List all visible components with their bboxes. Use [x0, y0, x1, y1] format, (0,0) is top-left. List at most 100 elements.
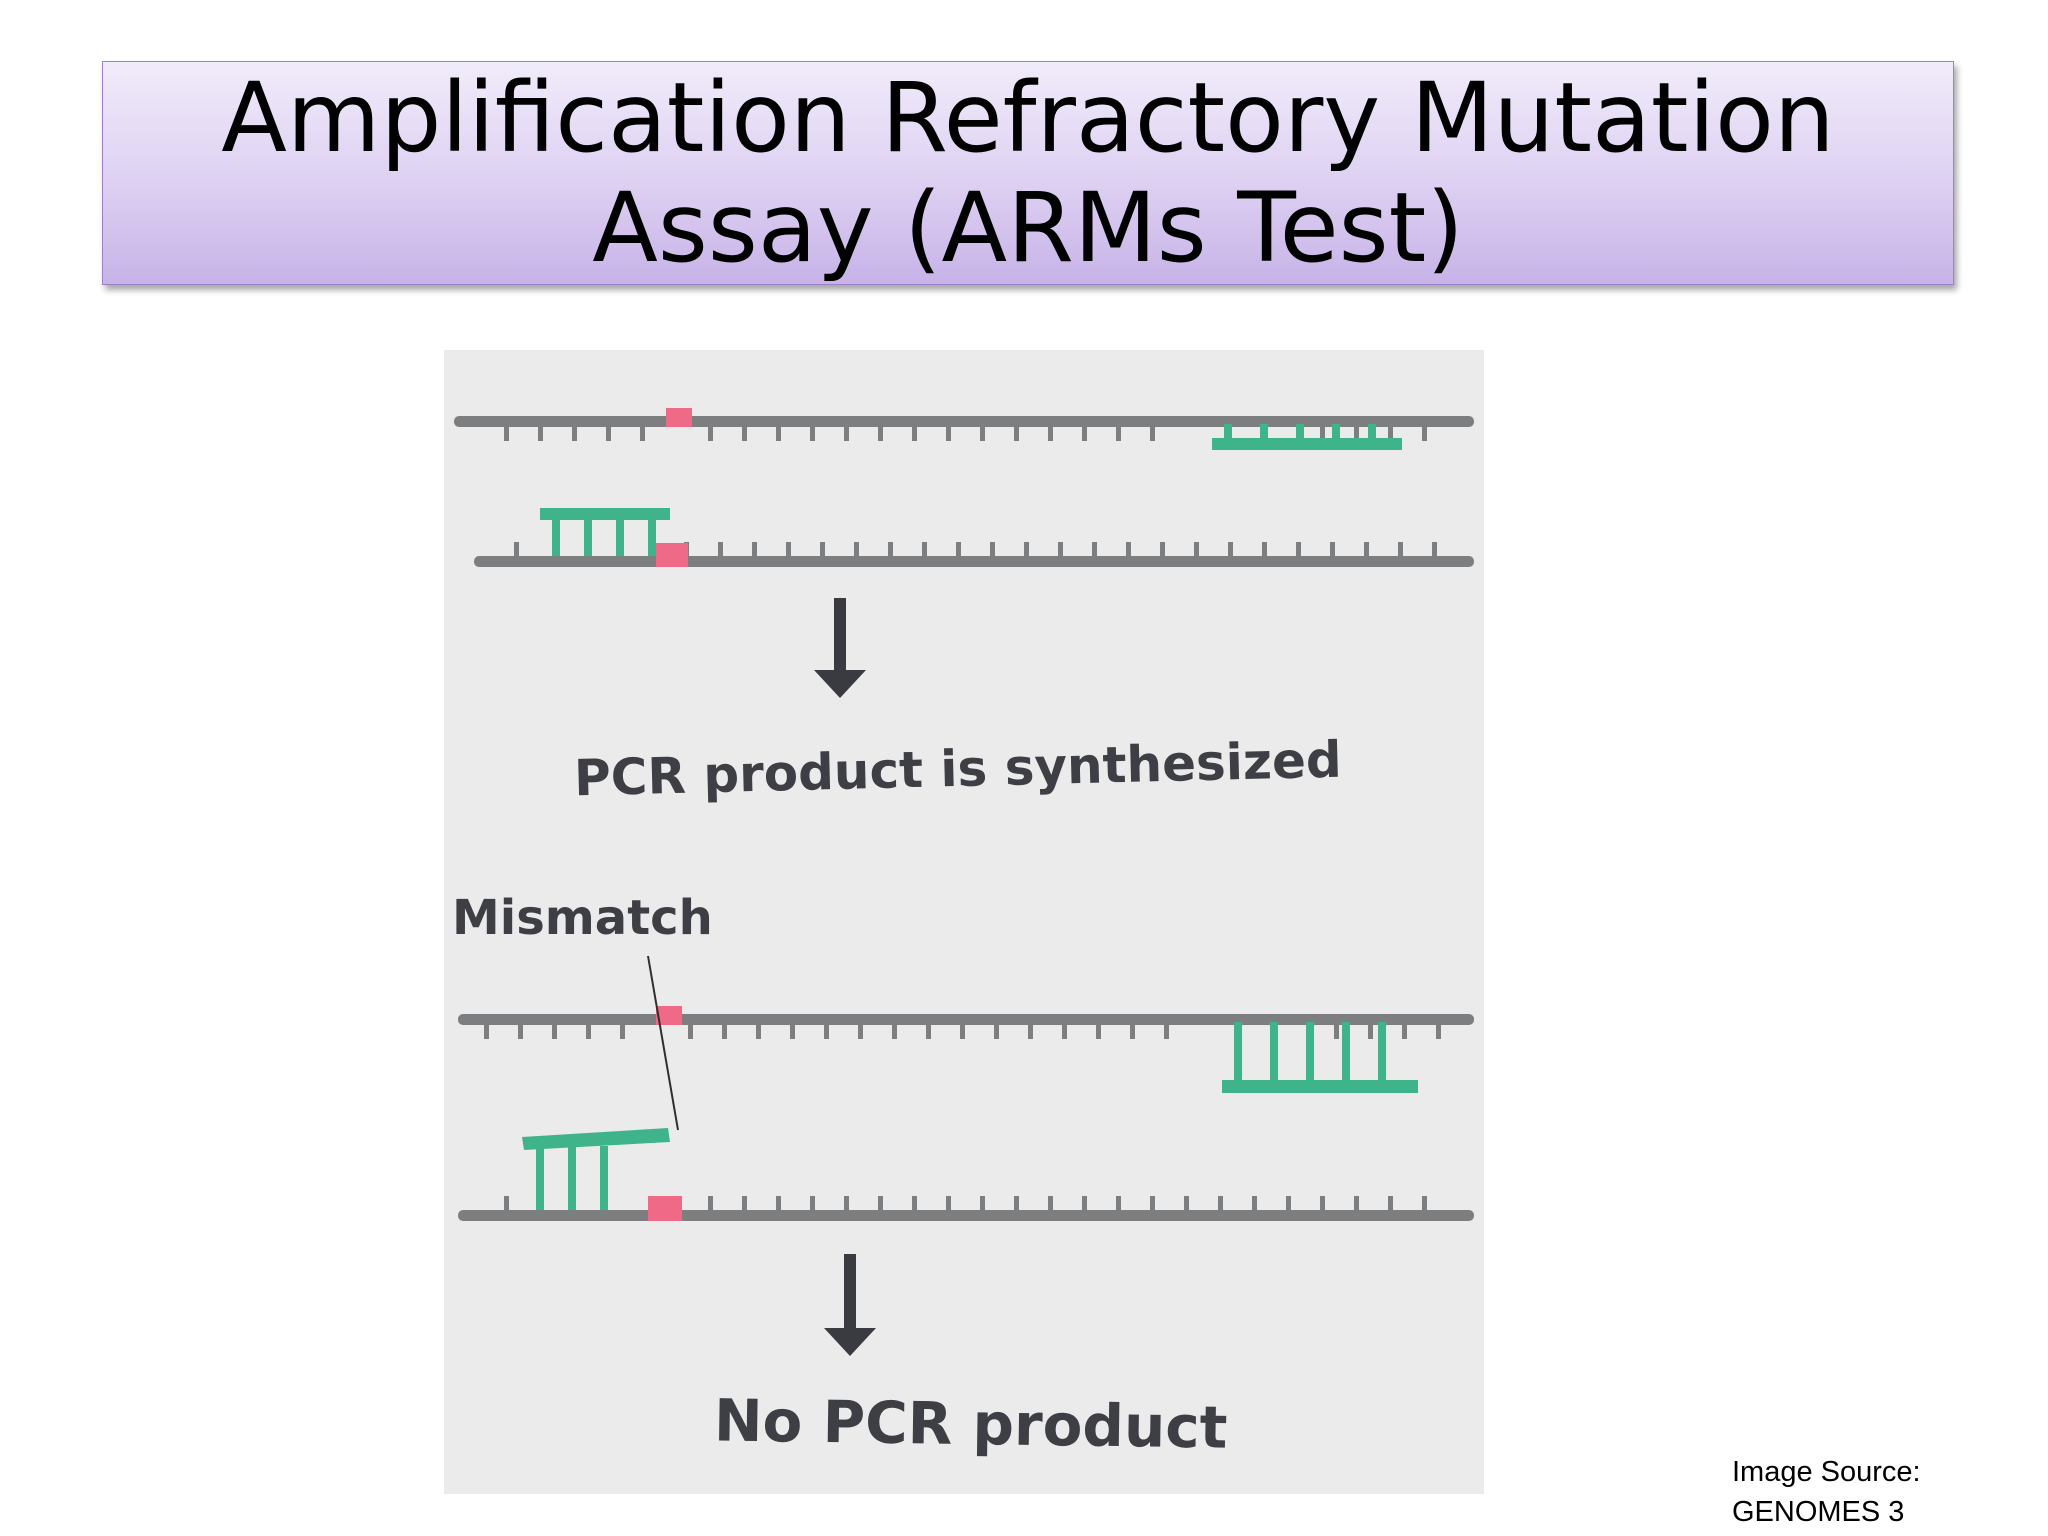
base-tick	[1194, 542, 1199, 556]
base-tick	[1402, 1025, 1407, 1039]
primer-right-1	[1212, 424, 1402, 450]
base-pair-rung	[616, 518, 624, 556]
base-tick	[912, 1196, 917, 1210]
base-tick	[1330, 542, 1335, 556]
base-pair-rung	[536, 1146, 544, 1210]
base-tick	[1092, 542, 1097, 556]
base-pair-rung	[1378, 1022, 1386, 1082]
base-tick	[756, 1025, 761, 1039]
base-tick	[1296, 542, 1301, 556]
strand-bar	[454, 416, 1474, 427]
base-tick	[1048, 427, 1053, 441]
base-tick	[1160, 542, 1165, 556]
base-tick	[688, 1025, 693, 1039]
base-pair-rung	[1306, 1022, 1314, 1082]
base-tick	[572, 427, 577, 441]
base-pair-rung	[1296, 424, 1304, 440]
arrow-shaft	[844, 1254, 856, 1334]
base-tick	[1048, 1196, 1053, 1210]
base-pair-rung	[584, 518, 592, 556]
image-source-caption: Image Source: GENOMES 3	[1732, 1452, 1992, 1532]
dna-top-strand-2	[458, 1006, 1474, 1093]
base-tick	[518, 1025, 523, 1039]
arms-diagram: PCR product is synthesized Mismatch No P…	[444, 350, 1484, 1494]
label-mismatch: Mismatch	[452, 890, 713, 946]
base-tick	[1116, 427, 1121, 441]
strand-bar	[458, 1014, 1474, 1025]
base-tick	[926, 1025, 931, 1039]
base-tick	[606, 427, 611, 441]
base-tick	[514, 542, 519, 556]
base-tick	[990, 542, 995, 556]
base-tick	[946, 427, 951, 441]
base-tick	[718, 542, 723, 556]
base-tick	[922, 542, 927, 556]
base-tick	[810, 1196, 815, 1210]
base-pair-rung	[1224, 424, 1232, 440]
arrow-head	[824, 1328, 876, 1356]
base-tick	[888, 542, 893, 556]
base-tick	[1150, 427, 1155, 441]
base-pair-rung	[1260, 424, 1268, 440]
caption-line-1: Image Source:	[1732, 1456, 1921, 1488]
base-pair-rung	[1368, 424, 1376, 440]
primer-bar	[1212, 438, 1402, 450]
caption-line-2: GENOMES 3	[1732, 1496, 1905, 1528]
base-tick	[1014, 1196, 1019, 1210]
base-tick	[892, 1025, 897, 1039]
base-tick	[504, 1196, 509, 1210]
base-tick	[538, 427, 543, 441]
base-tick	[1262, 542, 1267, 556]
base-pair-rung	[552, 518, 560, 556]
base-tick	[786, 542, 791, 556]
strand-bar	[474, 556, 1474, 567]
base-tick	[1014, 427, 1019, 441]
base-tick	[1116, 1196, 1121, 1210]
base-tick	[946, 1196, 951, 1210]
base-tick	[1184, 1196, 1189, 1210]
label-no-pcr-product: No PCR product	[713, 1386, 1228, 1462]
base-tick	[1096, 1025, 1101, 1039]
base-tick	[820, 542, 825, 556]
base-tick	[1218, 1196, 1223, 1210]
base-tick	[552, 1025, 557, 1039]
base-tick	[1024, 542, 1029, 556]
dna-top-strand-1	[454, 408, 1474, 450]
arrow-head	[814, 670, 866, 698]
base-tick	[1334, 1025, 1339, 1039]
base-tick	[994, 1025, 999, 1039]
base-tick	[1354, 1196, 1359, 1210]
dna-bottom-strand-2	[458, 1128, 1474, 1221]
base-pair-rung	[600, 1146, 608, 1210]
primer-right-2	[1222, 1022, 1418, 1093]
base-tick	[1432, 542, 1437, 556]
base-pair-rung	[568, 1146, 576, 1210]
mutation-mark	[656, 1006, 682, 1025]
slide-title-line-2: Assay (ARMs Test)	[592, 172, 1464, 284]
base-tick	[1150, 1196, 1155, 1210]
mismatch-pointer	[647, 955, 679, 1131]
base-tick	[844, 1196, 849, 1210]
base-tick	[504, 427, 509, 441]
base-tick	[742, 427, 747, 441]
base-tick	[708, 427, 713, 441]
primer-left-2-mismatched	[522, 1128, 670, 1210]
base-tick	[878, 427, 883, 441]
base-tick	[586, 1025, 591, 1039]
slide-title-line-1: Amplification Refractory Mutation	[221, 62, 1835, 174]
base-tick	[1130, 1025, 1135, 1039]
base-tick	[708, 1196, 713, 1210]
base-tick	[854, 542, 859, 556]
primer-left-1	[540, 508, 670, 556]
dna-bottom-strand-1	[474, 508, 1474, 567]
base-tick	[1398, 542, 1403, 556]
base-tick	[742, 1196, 747, 1210]
base-pair-rung	[1332, 424, 1340, 440]
base-tick	[1126, 542, 1131, 556]
base-tick	[1422, 1196, 1427, 1210]
base-tick	[824, 1025, 829, 1039]
primer-bar	[540, 508, 670, 520]
base-tick	[1082, 1196, 1087, 1210]
base-tick	[1062, 1025, 1067, 1039]
mutation-mark	[648, 1196, 682, 1221]
